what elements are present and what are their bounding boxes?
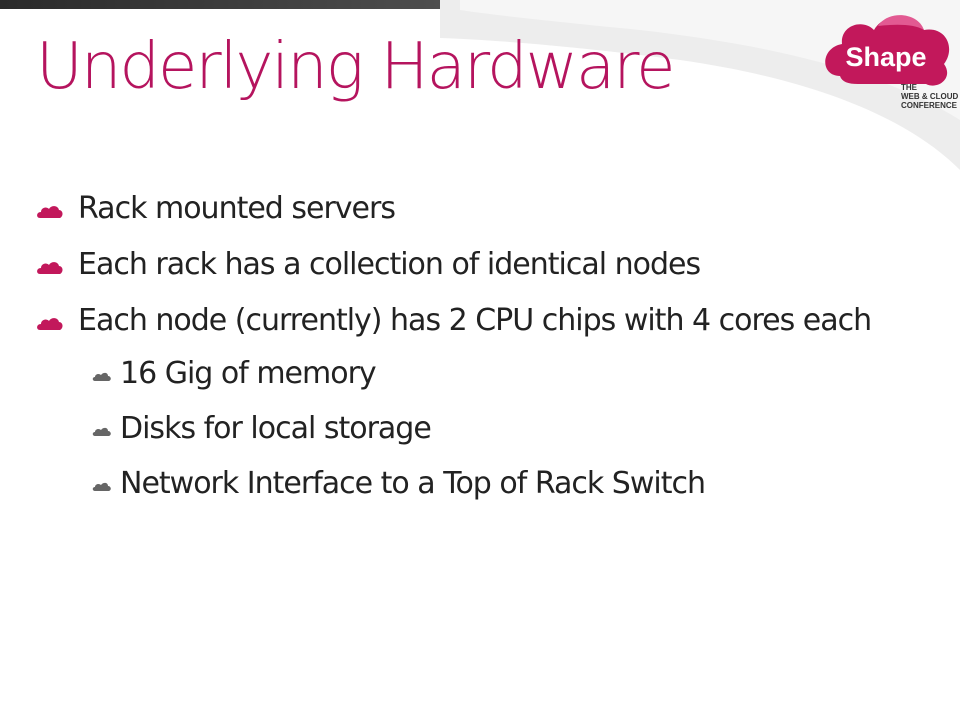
cloud-bullet-icon	[37, 206, 63, 218]
top-strip	[0, 0, 960, 9]
logo-line1: THE	[901, 83, 918, 92]
sub-bullet-item: Network Interface to a Top of Rack Switc…	[36, 465, 916, 503]
slide-title: Underlying Hardware	[36, 30, 675, 104]
cloud-sub-bullet-icon	[92, 482, 111, 491]
shape-logo: Shape THE WEB & CLOUD CONFERENCE	[818, 4, 959, 114]
logo-name: Shape	[845, 42, 926, 72]
sub-bullet-item: Disks for local storage	[36, 410, 916, 448]
bullet-text: Each rack has a collection of identical …	[78, 247, 701, 282]
sub-bullet-text: 16 Gig of memory	[120, 356, 377, 391]
bullet-item: Rack mounted servers	[36, 190, 916, 228]
bullet-text: Rack mounted servers	[78, 191, 396, 226]
sub-bullet-text: Disks for local storage	[120, 411, 432, 446]
logo-line2: WEB & CLOUD	[901, 92, 958, 101]
sub-bullet-text: Network Interface to a Top of Rack Switc…	[120, 466, 706, 501]
sub-bullet-item: 16 Gig of memory	[36, 355, 916, 393]
bullet-item: Each rack has a collection of identical …	[36, 246, 916, 284]
cloud-bullet-icon	[37, 262, 63, 274]
bullet-list: Rack mounted servers Each rack has a col…	[36, 190, 916, 520]
cloud-bullet-icon	[37, 318, 63, 330]
logo-line3: CONFERENCE	[901, 101, 958, 110]
bullet-text: Each node (currently) has 2 CPU chips wi…	[78, 303, 872, 338]
cloud-sub-bullet-icon	[92, 427, 111, 436]
cloud-sub-bullet-icon	[92, 372, 111, 381]
cloud-heart-icon: Shape THE WEB & CLOUD CONFERENCE	[825, 15, 959, 110]
bullet-item: Each node (currently) has 2 CPU chips wi…	[36, 302, 916, 340]
